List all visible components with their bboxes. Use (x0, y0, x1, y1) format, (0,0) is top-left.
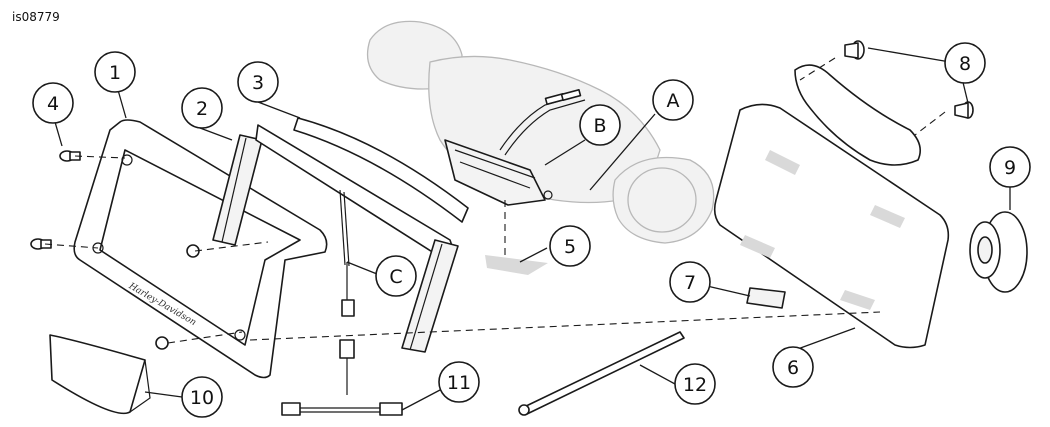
callout-3-bubble (237, 61, 279, 103)
callout-7-bubble (669, 261, 711, 303)
callout-6-label: 6 (787, 357, 799, 379)
mount-bolts (844, 40, 974, 119)
callout-11-bubble (438, 361, 480, 403)
callout-4-bubble (32, 82, 74, 124)
callout-9-label: 9 (1004, 157, 1016, 179)
callout-5-label: 5 (564, 236, 576, 258)
mounting-bracket (713, 64, 950, 349)
callout-9-bubble (989, 146, 1031, 188)
callout-1-label: 1 (109, 62, 121, 84)
callout-4-label: 4 (47, 93, 59, 115)
lamp-housing (255, 124, 459, 353)
wire-leads (499, 88, 586, 156)
adhesive-pad (485, 255, 548, 275)
callout-6-bubble (772, 346, 814, 388)
callout-12-bubble (674, 363, 716, 405)
callout-12-label: 12 (683, 374, 707, 396)
callout-5-bubble (549, 225, 591, 267)
lens-block (49, 334, 151, 415)
turn-signal-bar-assembly (366, 20, 715, 244)
license-plate-frame: Harley-Davidson (73, 119, 328, 379)
callout-c-bubble (375, 255, 417, 297)
callout-7-label: 7 (684, 272, 696, 294)
callout-8-bubble (944, 42, 986, 84)
callout-10-bubble (181, 376, 223, 418)
alignment-lines (44, 57, 946, 344)
callout-1-bubble (94, 51, 136, 93)
gasket-strip (293, 117, 469, 223)
callout-8-label: 8 (959, 53, 971, 75)
callout-11-label: 11 (447, 372, 471, 394)
callout-2-label: 2 (196, 98, 208, 120)
callout-c-label: C (389, 266, 402, 288)
callouts: 1 2 3 4 5 6 7 8 9 10 11 12 A B C (32, 42, 1031, 418)
callout-3-label: 3 (252, 72, 264, 94)
callout-a-label: A (667, 90, 680, 112)
callout-b-label: B (593, 115, 606, 137)
callout-b-bubble (579, 104, 621, 146)
grommet (969, 211, 1028, 293)
document-id: is08779 (12, 10, 60, 24)
foam-strip (746, 287, 786, 309)
wire-harness (281, 262, 403, 416)
callout-a-bubble (652, 79, 694, 121)
callout-2-bubble (181, 87, 223, 129)
cable-tie (518, 331, 685, 416)
callout-10-label: 10 (190, 387, 214, 409)
left-light-strip (212, 134, 263, 246)
